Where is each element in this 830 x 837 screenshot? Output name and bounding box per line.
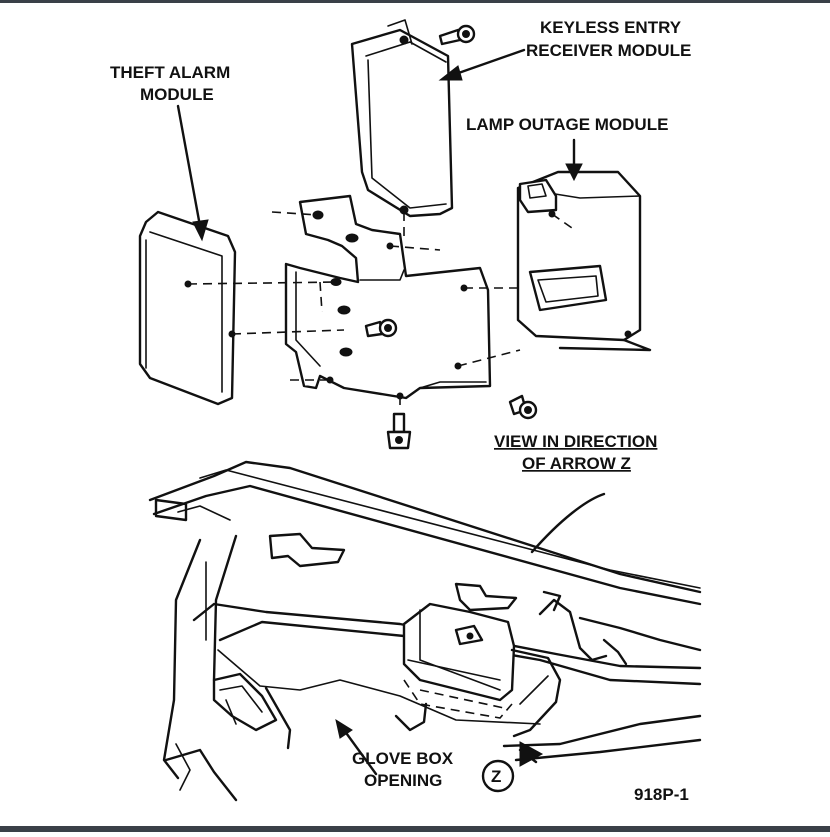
view-direction-label-line2: OF ARROW Z <box>522 454 631 473</box>
mounting-bracket <box>284 194 492 400</box>
screw-top <box>438 24 476 46</box>
figure-id-label: 918P-1 <box>634 785 689 804</box>
arrow-z-marker <box>481 759 515 793</box>
alignment-dashes <box>187 211 573 410</box>
lamp-outage-label: LAMP OUTAGE MODULE <box>466 115 668 134</box>
screw-center <box>364 318 398 338</box>
keyless-entry-receiver-module <box>350 19 454 218</box>
screw-right <box>508 394 538 420</box>
glove-box-label-line2: OPENING <box>364 771 442 790</box>
keyless-entry-label-line2: RECEIVER MODULE <box>526 41 691 60</box>
screw-bottom <box>386 412 412 450</box>
theft-alarm-module <box>138 210 237 406</box>
lamp-outage-module <box>516 170 652 352</box>
theft-alarm-label-line2: MODULE <box>140 85 214 104</box>
bottom-frame-bar <box>0 826 830 832</box>
theft-alarm-label-line1: THEFT ALARM <box>110 63 230 82</box>
dashboard-view <box>148 460 702 802</box>
label-arrows <box>176 48 583 776</box>
view-direction-label-line1: VIEW IN DIRECTION <box>494 432 657 451</box>
top-frame-bar <box>0 0 830 3</box>
keyless-entry-label-line1: KEYLESS ENTRY <box>540 18 682 37</box>
glove-box-label-line1: GLOVE BOX <box>352 749 454 768</box>
arrow-z-letter: Z <box>491 767 501 786</box>
